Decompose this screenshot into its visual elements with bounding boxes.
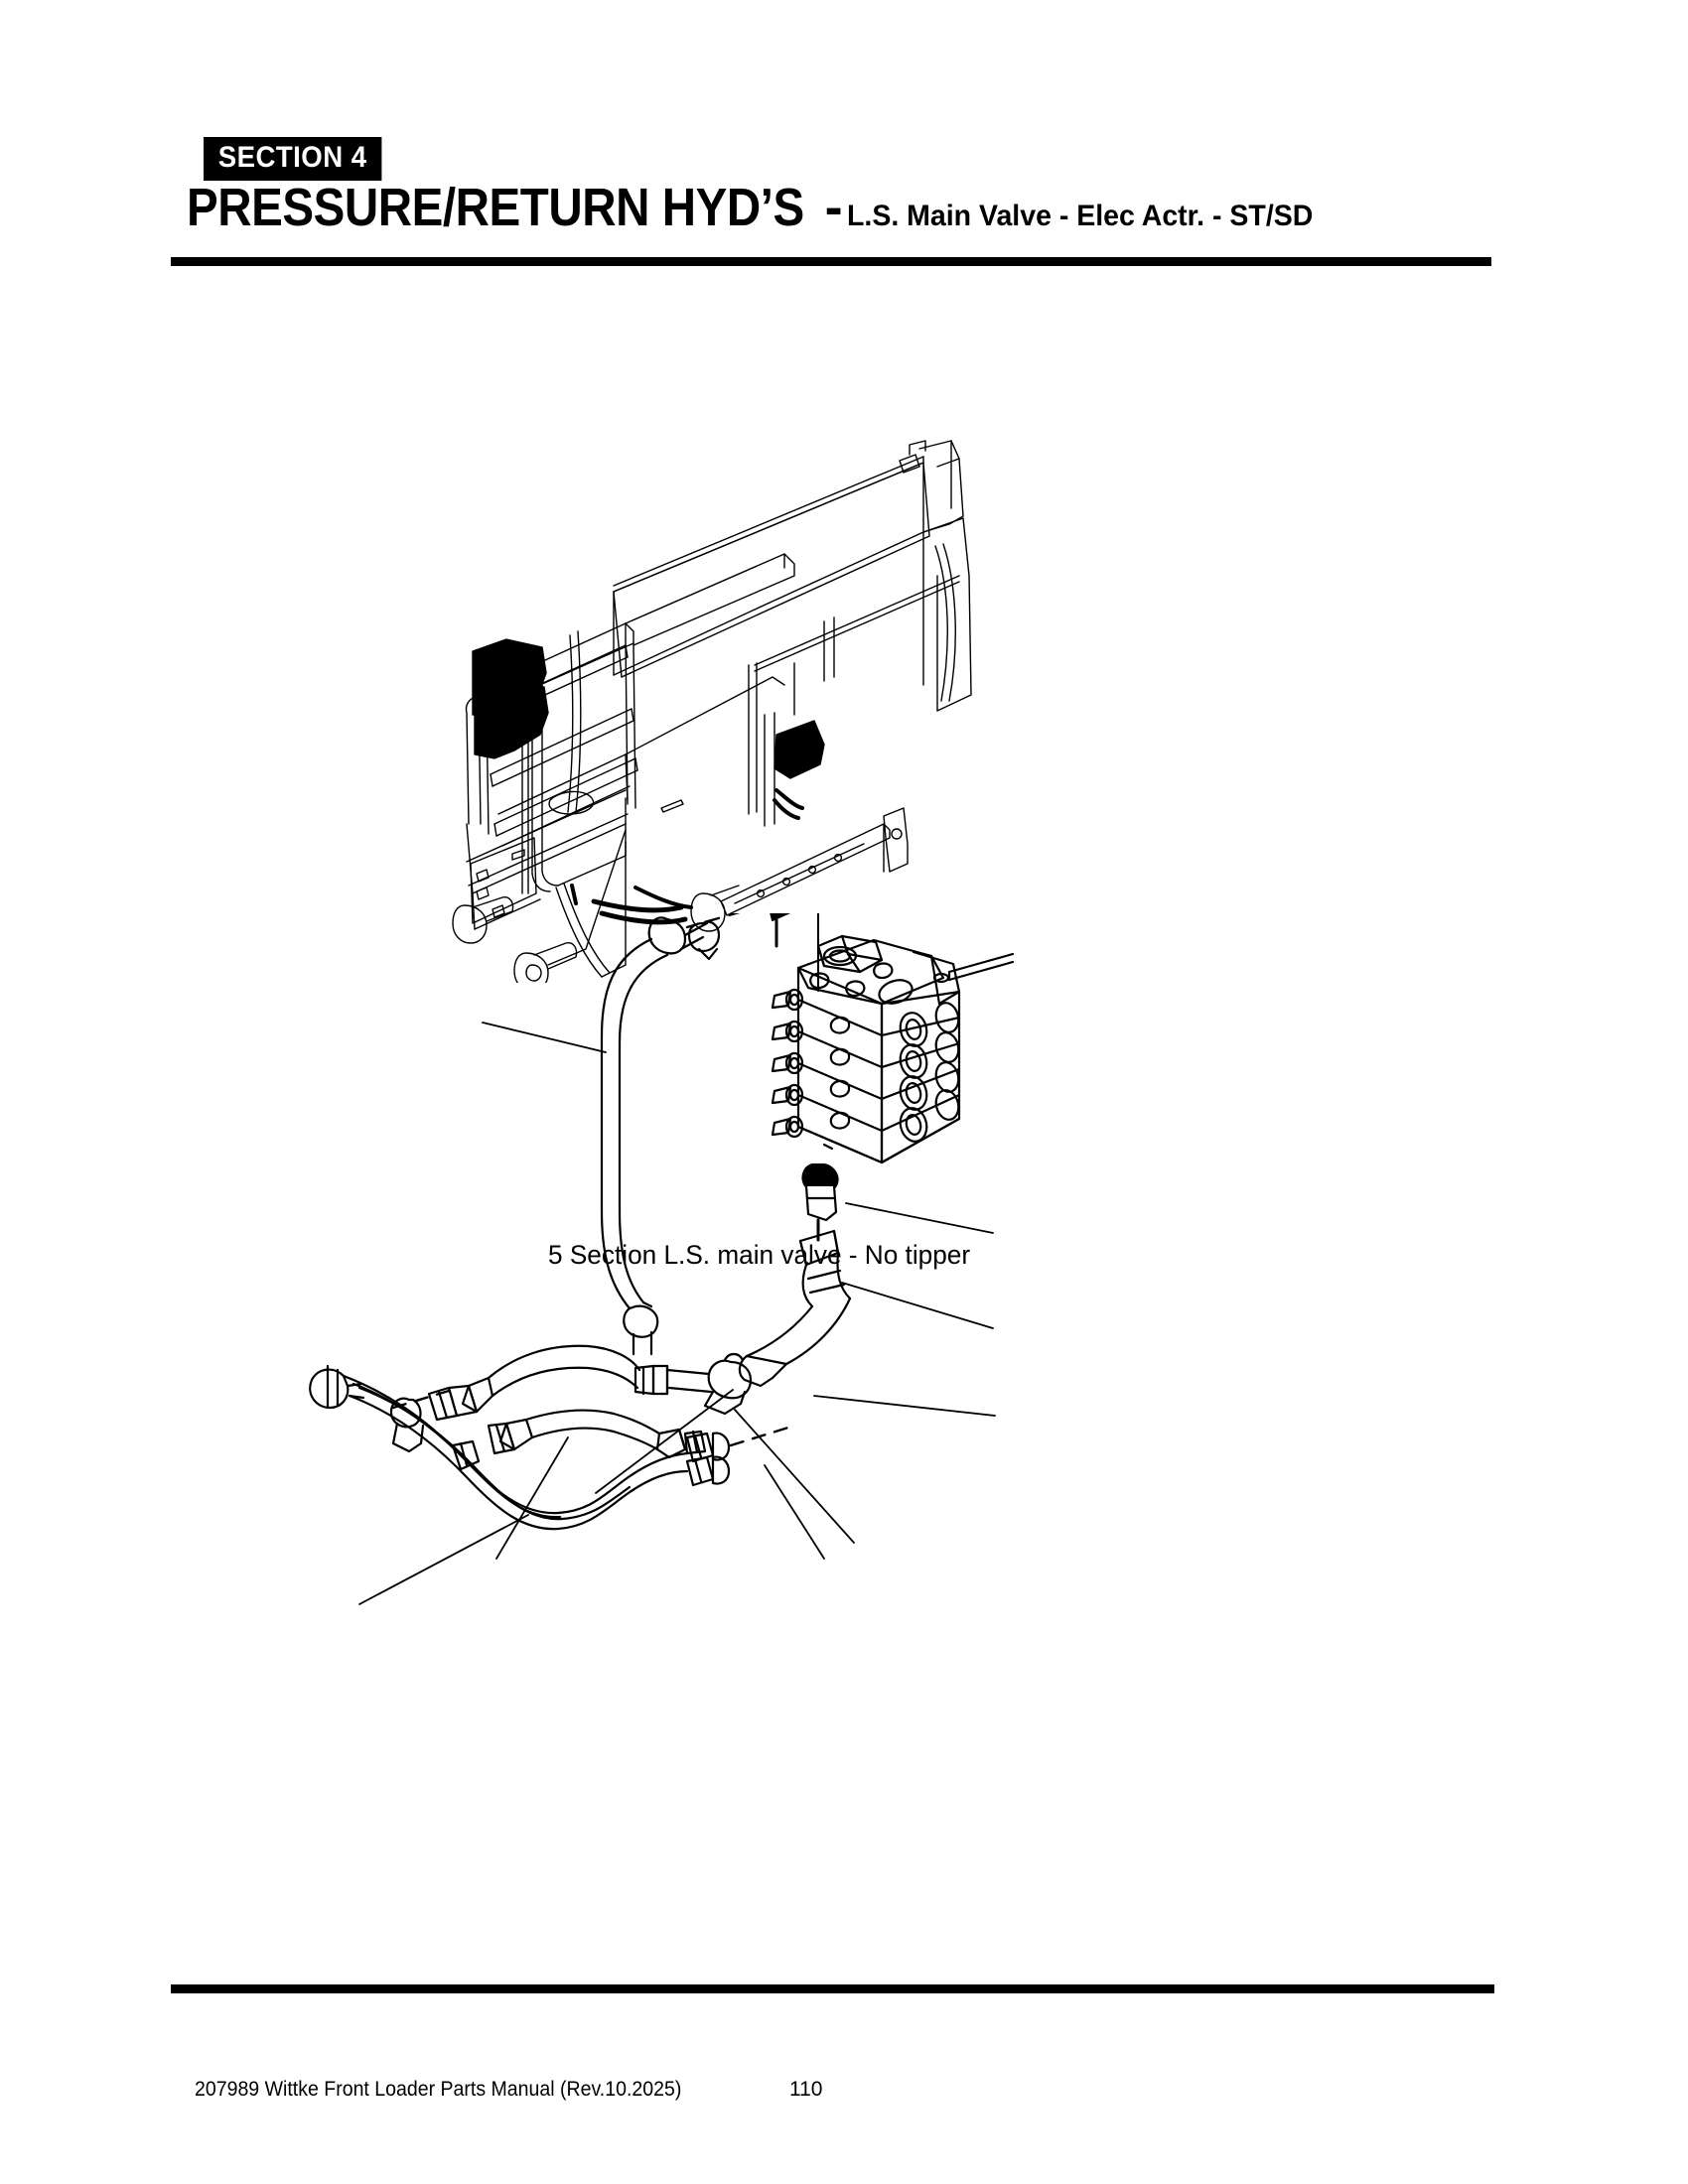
page-title-subtitle: L.S. Main Valve - Elec Actr. - ST/SD — [846, 200, 1313, 232]
main-valve-hose-assembly-drawing — [298, 913, 1410, 1608]
refuse-body-frame-drawing — [328, 397, 983, 983]
page-title: PRESSURE/RETURN HYD’S-L.S. Main Valve - … — [187, 181, 1337, 234]
header-rule — [171, 257, 1491, 266]
page-title-separator: - — [824, 178, 843, 237]
figure-caption: 5 Section L.S. main valve - No tipper — [548, 1240, 971, 1270]
footer-document-label: 207989 Wittke Front Loader Parts Manual … — [195, 2078, 682, 2101]
section-badge: SECTION 4 — [204, 137, 382, 181]
page-title-main: PRESSURE/RETURN HYD’S — [187, 178, 804, 237]
footer-page-number: 110 — [789, 2078, 823, 2101]
footer-rule — [171, 1984, 1494, 1993]
